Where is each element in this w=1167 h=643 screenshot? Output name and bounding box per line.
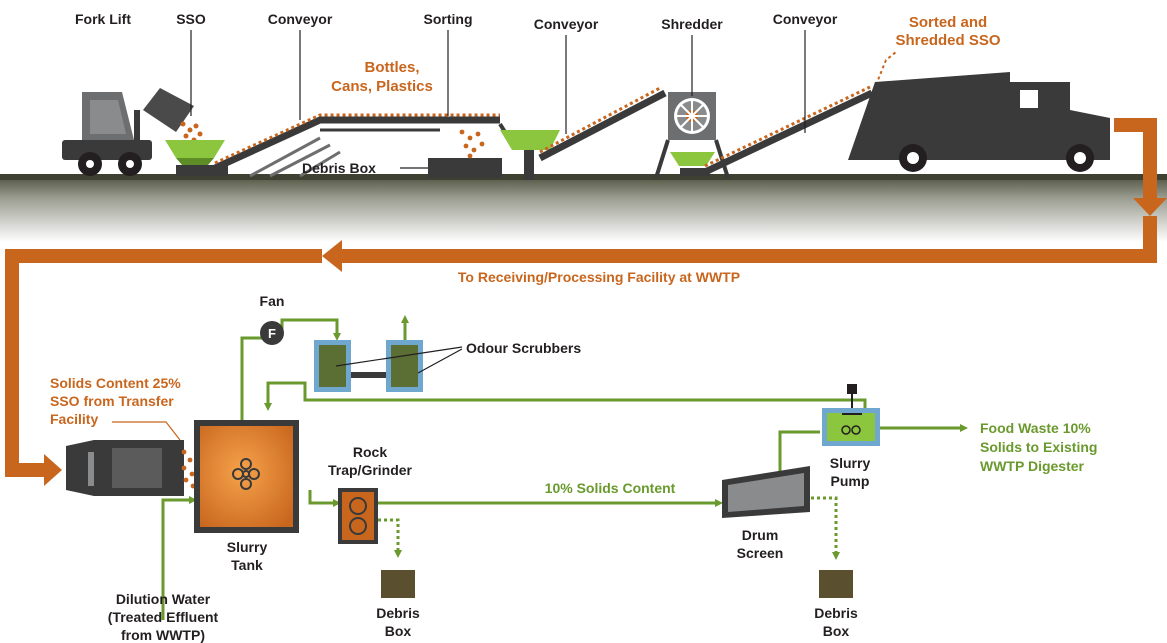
debris-dotted-lines: [378, 496, 840, 560]
sso-falling: [180, 121, 203, 143]
conveyor-3: [703, 85, 874, 176]
odour-scrubbers: [314, 340, 423, 392]
label-shredder: Shredder: [661, 16, 723, 32]
debris-box-top: [428, 158, 502, 178]
label-sso: SSO: [176, 11, 206, 27]
slurry-tank: [194, 420, 299, 533]
conveyor-2: [538, 86, 667, 162]
sorting-particles: [459, 129, 485, 159]
label-rock-1: Rock: [353, 444, 387, 460]
mixer-icon: [232, 458, 260, 490]
label-slurry-pump-1: Slurry: [830, 455, 871, 471]
label-food-1: Food Waste 10%: [980, 420, 1091, 436]
label-slurry-tank-1: Slurry: [227, 539, 268, 555]
ground-surface: [0, 174, 1167, 180]
conveyor-2-hopper: [500, 130, 560, 180]
label-debris2-2: Box: [823, 623, 850, 639]
label-dilution-2: (Treated Effluent: [108, 609, 219, 625]
label-debris-box-top: Debris Box: [302, 160, 376, 176]
label-solids-1: Solids Content 25%: [50, 375, 181, 391]
label-food-3: WWTP Digester: [980, 458, 1085, 474]
label-sorted-2: Shredded SSO: [895, 32, 1000, 49]
sorted-leader: [875, 51, 897, 86]
route-arrow: [5, 118, 1167, 486]
label-rock-2: Trap/Grinder: [328, 462, 413, 478]
debris-box-2: [819, 570, 853, 598]
label-drum-2: Screen: [737, 545, 784, 561]
label-ten-percent: 10% Solids Content: [545, 480, 676, 496]
label-drum-1: Drum: [742, 527, 779, 543]
label-conveyor-2: Conveyor: [534, 16, 599, 32]
label-slurry-tank-2: Tank: [231, 557, 263, 573]
fan: F: [260, 321, 284, 345]
label-debris1-1: Debris: [376, 605, 420, 621]
label-conveyor-3: Conveyor: [773, 11, 838, 27]
label-odour-scrubbers: Odour Scrubbers: [466, 340, 581, 356]
route-label: To Receiving/Processing Facility at WWTP: [458, 269, 740, 285]
transfer-truck: [66, 440, 184, 496]
debris-box-1: [381, 570, 415, 598]
label-conveyor-1: Conveyor: [268, 11, 333, 27]
truck: [848, 72, 1110, 172]
label-solids-2: SSO from Transfer: [50, 393, 174, 409]
label-sorting: Sorting: [424, 11, 473, 27]
label-bottles-2: Cans, Plastics: [331, 78, 433, 95]
drum-screen: [722, 466, 810, 518]
fan-letter: F: [268, 326, 276, 341]
label-dilution-3: from WWTP): [121, 627, 205, 643]
label-debris1-2: Box: [385, 623, 412, 639]
label-bottles-1: Bottles,: [364, 59, 419, 76]
label-dilution-1: Dilution Water: [116, 591, 211, 607]
slurry-pump: [822, 384, 880, 446]
odour-lines: [161, 315, 968, 620]
sso-hopper: [165, 140, 228, 176]
label-debris2-1: Debris: [814, 605, 858, 621]
ground-band: [0, 174, 1167, 242]
label-solids-3: Facility: [50, 411, 98, 427]
label-sorted-1: Sorted and: [909, 14, 987, 31]
label-fork-lift: Fork Lift: [75, 11, 131, 27]
rock-trap-grinder: [338, 488, 378, 544]
label-food-2: Solids to Existing: [980, 439, 1097, 455]
label-fan: Fan: [260, 293, 285, 309]
label-slurry-pump-2: Pump: [831, 473, 870, 489]
fork-lift: [62, 88, 194, 176]
